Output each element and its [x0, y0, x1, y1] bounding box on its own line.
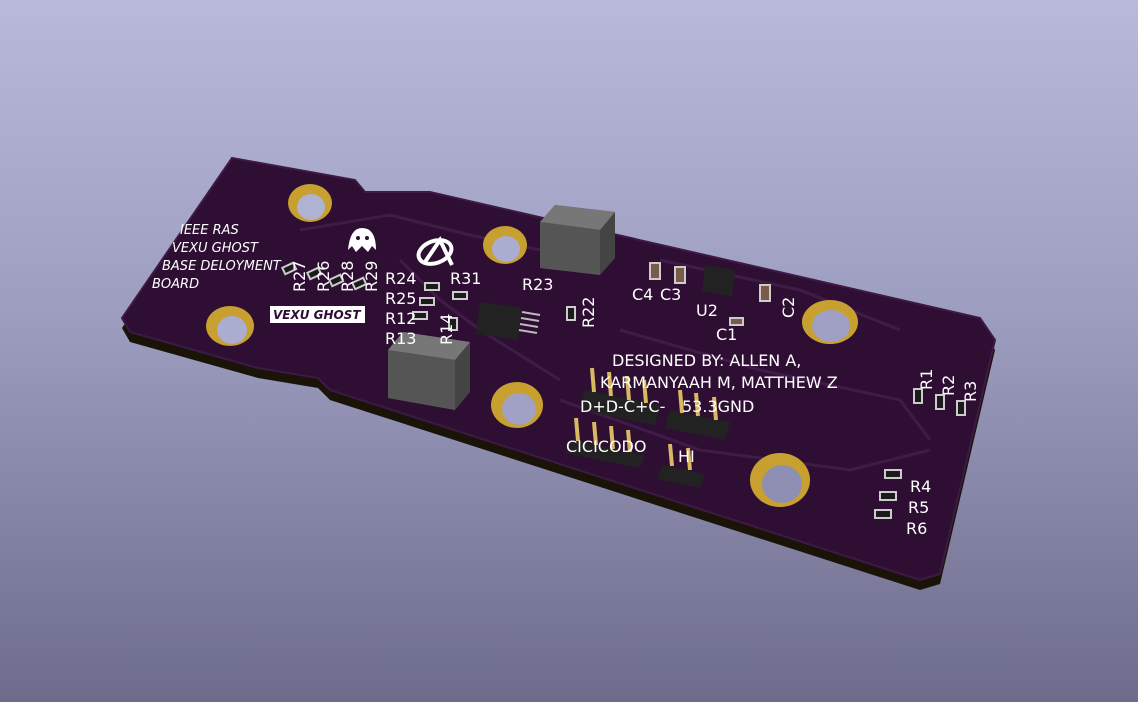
ref-r12: R12 [385, 309, 416, 328]
mounting-hole [491, 382, 543, 428]
inverted-label-bg [270, 306, 365, 323]
header2-pin-labels: 53.3GND [682, 397, 754, 416]
ref-r13: R13 [385, 329, 416, 348]
ref-u2: U2 [696, 301, 718, 320]
ras-logo [416, 236, 454, 266]
ref-r27: R27 [290, 261, 309, 292]
credit-line-1: DESIGNED BY: ALLEN A, [612, 351, 801, 370]
header1-pin-labels: D+D-C+C- [580, 397, 665, 416]
mounting-hole [483, 226, 527, 264]
ref-c1: C1 [716, 325, 737, 344]
ref-r26: R26 [314, 261, 333, 292]
pin-header-3 [665, 389, 730, 440]
pin-header-2 [657, 443, 705, 488]
connector-bottom [388, 332, 470, 410]
info-line-2: VEXU GHOST [172, 241, 259, 256]
ref-r6: R6 [906, 519, 927, 538]
mounting-hole [750, 453, 810, 507]
header3-pin-labels: CICICODO [566, 437, 646, 456]
ref-c4: C4 [632, 285, 653, 304]
mounting-hole [288, 184, 332, 222]
ref-r24: R24 [385, 269, 416, 288]
pin-header-4-top [580, 367, 660, 425]
ic-u2 [702, 265, 735, 296]
inverted-label: VEXU GHOST [273, 308, 361, 322]
ref-r14: R14 [437, 314, 456, 345]
mounting-hole [802, 300, 858, 344]
info-line-3: BASE DELOYMENT [162, 259, 282, 274]
ref-r23: R23 [522, 275, 553, 294]
smd-components [280, 261, 966, 519]
ref-r3: R3 [961, 381, 980, 402]
info-line-4: BOARD [152, 277, 199, 292]
mounting-holes [206, 184, 858, 507]
ref-r2: R2 [939, 375, 958, 396]
ref-r31: R31 [450, 269, 481, 288]
connector-top [540, 205, 615, 275]
credit-line-2: KARMANYAAH M, MATTHEW Z [600, 373, 838, 392]
header4-pin-labels: HI [678, 447, 695, 466]
info-line-1: IEEE RAS [180, 223, 239, 238]
ref-r22: R22 [579, 297, 598, 328]
ghost-logo [348, 228, 376, 252]
ref-c3: C3 [660, 285, 681, 304]
ref-c2: C2 [779, 297, 798, 318]
ref-r25: R25 [385, 289, 416, 308]
ref-r4: R4 [910, 477, 931, 496]
ref-r29: R29 [362, 261, 381, 292]
ref-r5: R5 [908, 498, 929, 517]
pin-header-4-bottom [565, 417, 645, 468]
mounting-hole [206, 306, 254, 346]
ic-chip [476, 302, 541, 340]
ref-r1: R1 [917, 369, 936, 390]
ref-r28: R28 [338, 261, 357, 292]
